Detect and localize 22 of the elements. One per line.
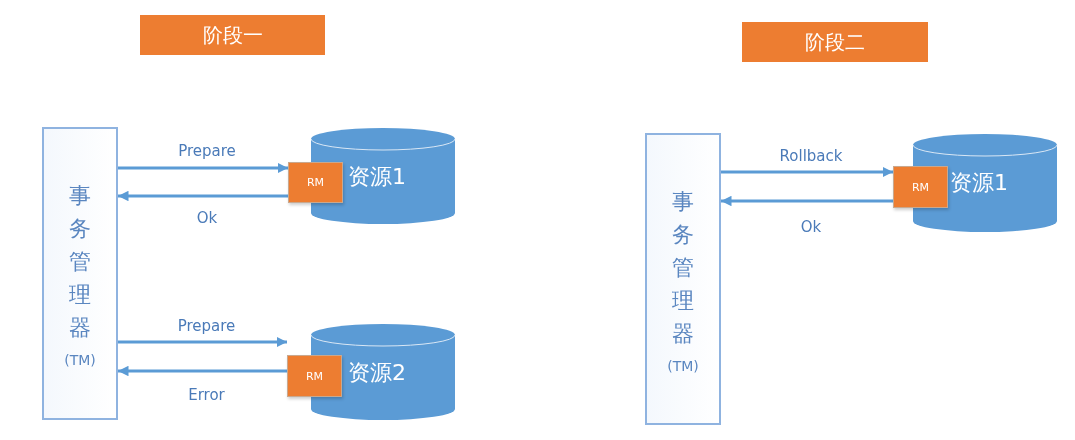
phase-banner: 阶段二 xyxy=(742,22,928,62)
manager-box xyxy=(42,127,118,420)
resource-label: 资源2 xyxy=(348,359,406,387)
database-cylinder xyxy=(310,128,456,224)
arrow xyxy=(118,162,288,174)
arrow xyxy=(118,336,287,348)
arrow xyxy=(118,190,288,202)
manager-box xyxy=(645,133,721,425)
manager-abbreviation: (TM) xyxy=(667,357,699,374)
edge-label: Prepare xyxy=(176,142,238,160)
phase-banner: 阶段一 xyxy=(140,15,325,55)
resource-manager-box: RM xyxy=(287,355,342,397)
arrow xyxy=(118,365,287,377)
arrow xyxy=(721,195,893,207)
resource-manager-box: RM xyxy=(288,162,343,203)
resource-label: 资源1 xyxy=(950,169,1008,197)
manager-title: 事务管理器 xyxy=(672,187,694,348)
manager-abbreviation: (TM) xyxy=(64,352,96,368)
manager-title: 事务管理器 xyxy=(69,182,91,342)
resource-manager-box: RM xyxy=(893,166,948,208)
arrow xyxy=(721,166,893,178)
resource-label: 资源1 xyxy=(348,163,406,191)
